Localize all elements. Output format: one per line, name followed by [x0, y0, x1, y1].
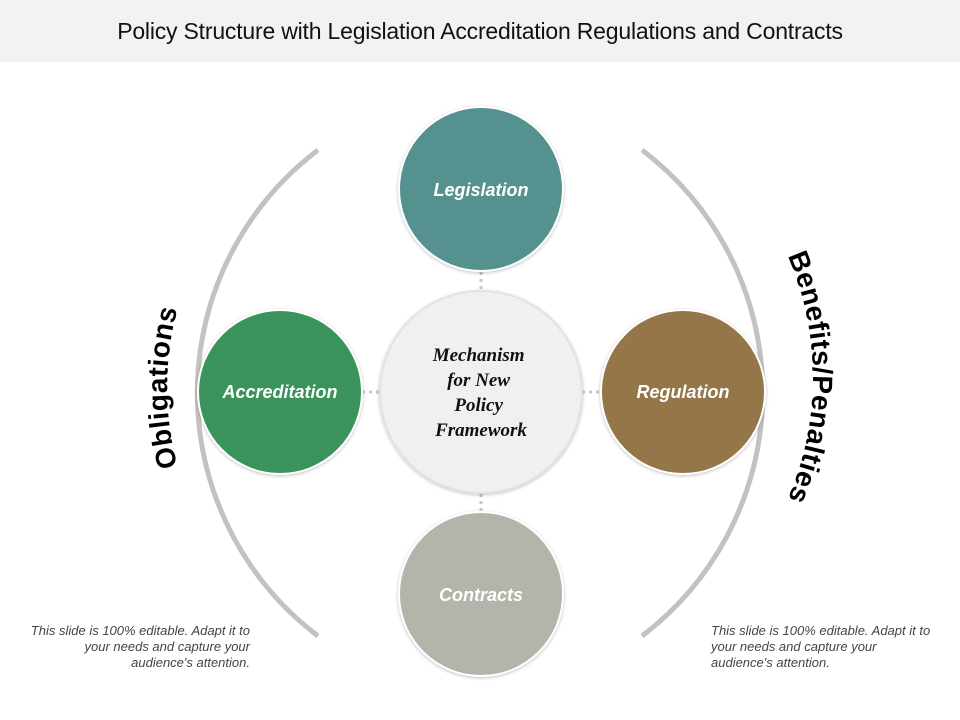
center-line-4: Framework: [434, 420, 527, 441]
node-legislation-label: Legislation: [433, 180, 528, 200]
editable-note-right: This slide is 100% editable. Adapt it to…: [711, 623, 931, 670]
side-label-benefits-penalties: Benefits/Penalties: [782, 246, 837, 508]
center-line-3: Policy: [453, 395, 503, 416]
center-line-1: Mechanism: [432, 345, 525, 366]
center-circle: [379, 290, 583, 494]
center-line-2: for New: [447, 370, 510, 391]
title-bar: Policy Structure with Legislation Accred…: [0, 0, 960, 62]
node-contracts: [398, 511, 564, 677]
side-label-benefits-text: Benefits/Penalties: [782, 246, 838, 508]
center-text: Mechanism for New Policy Framework: [432, 345, 530, 441]
node-contracts-label: Contracts: [439, 585, 523, 605]
page-title: Policy Structure with Legislation Accred…: [117, 17, 843, 44]
side-label-obligations: Obligations: [142, 303, 183, 472]
node-accreditation: [197, 309, 363, 475]
node-legislation: [398, 106, 564, 272]
node-regulation: [600, 309, 766, 475]
node-accreditation-label: Accreditation: [221, 382, 337, 402]
editable-note-left: This slide is 100% editable. Adapt it to…: [30, 623, 250, 670]
side-label-obligations-text: Obligations: [142, 303, 183, 472]
node-regulation-label: Regulation: [637, 382, 730, 402]
connectors: [362, 272, 602, 514]
